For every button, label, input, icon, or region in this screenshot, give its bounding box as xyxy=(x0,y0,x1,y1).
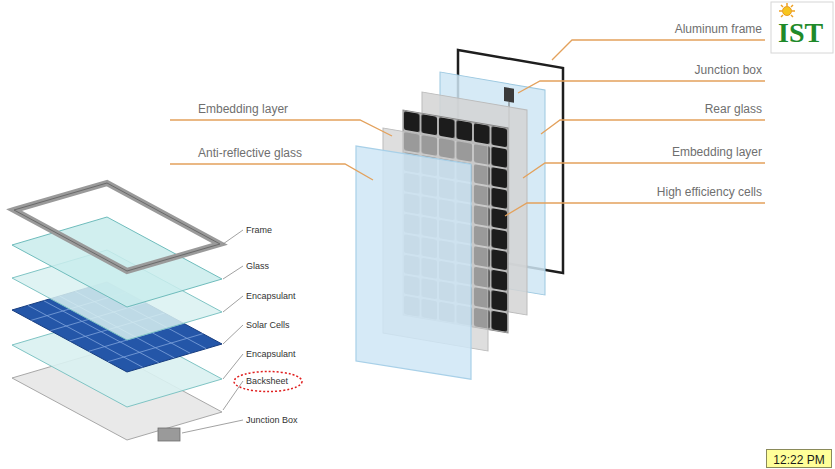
left-exploded-module xyxy=(12,183,222,441)
time-box: 12:22 PM xyxy=(766,449,832,468)
layer-label: Glass xyxy=(246,261,269,272)
part-label: Junction box xyxy=(695,63,762,77)
layer-label: Frame xyxy=(246,225,272,236)
part-label: Anti-reflective glass xyxy=(198,146,302,160)
layer-label: Junction Box xyxy=(246,415,298,426)
part-label: Embedding layer xyxy=(672,145,762,159)
highlight-ellipse xyxy=(234,372,302,392)
layer-label: Solar Cells xyxy=(246,320,290,331)
leader-lines xyxy=(170,40,765,216)
logo-frame xyxy=(771,2,833,53)
logo-sun xyxy=(779,3,795,17)
layer-label: Encapsulant xyxy=(246,291,296,302)
time-text: 12:22 PM xyxy=(773,452,824,469)
part-label: Embedding layer xyxy=(198,102,288,116)
right-exploded-module xyxy=(356,50,563,379)
layer-label: Encapsulant xyxy=(246,349,296,360)
left-leader-lines xyxy=(182,230,243,433)
part-label: High efficiency cells xyxy=(657,185,762,199)
part-label: Rear glass xyxy=(705,102,762,116)
part-label: Aluminum frame xyxy=(675,22,762,36)
logo-text: IST xyxy=(778,16,823,50)
layer-label: Backsheet xyxy=(246,376,288,387)
